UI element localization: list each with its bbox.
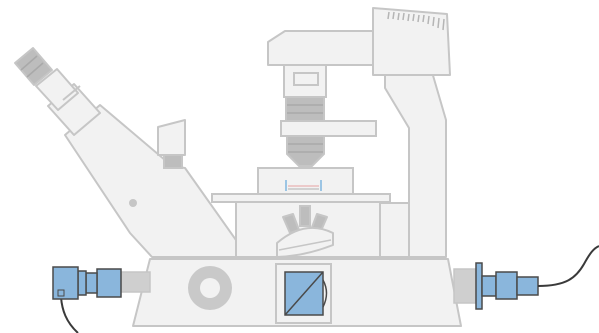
camera-port-icon (157, 119, 186, 169)
vent-slots-icon (387, 11, 445, 31)
right-fiber-connector-icon (453, 245, 599, 310)
screw-icon (129, 199, 137, 207)
eyepiece-icon (14, 47, 101, 136)
lamp-housing (372, 7, 451, 76)
objective-turret-icon (276, 205, 334, 258)
binocular-body (64, 104, 249, 258)
top-arm (267, 30, 374, 66)
stage (211, 167, 391, 203)
beam-splitter-cube-icon (275, 263, 332, 324)
condenser-icon (280, 64, 377, 167)
illuminator-pillar (375, 71, 447, 258)
sample-dish-icon (285, 180, 322, 191)
left-fiber-connector-icon (52, 266, 151, 333)
focus-knob-icon (188, 266, 232, 310)
